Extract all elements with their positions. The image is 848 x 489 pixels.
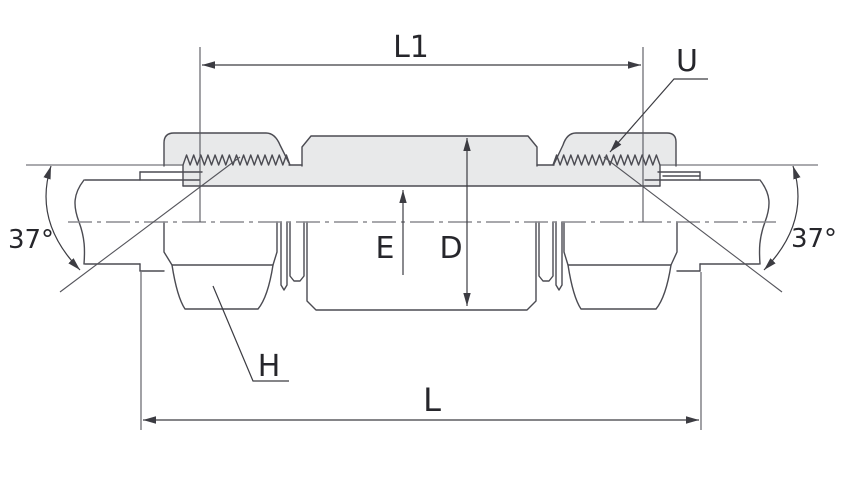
leader-h: H <box>212 285 289 384</box>
label-l1: L1 <box>393 30 429 65</box>
label-angle-left: 37° <box>8 225 54 255</box>
label-d: D <box>439 231 462 266</box>
leader-u: U <box>609 44 708 153</box>
center-body-section <box>301 135 538 167</box>
body-section-fill <box>164 133 676 186</box>
label-angle-right: 37° <box>791 224 837 254</box>
left-thread-profile <box>182 154 291 166</box>
right-nut-section <box>553 132 677 167</box>
dimension-e: E <box>376 190 407 275</box>
flare-cone-line-right <box>603 156 783 293</box>
label-e: E <box>376 231 395 266</box>
angle-arc-right <box>763 165 801 271</box>
angle-arc-left <box>43 165 81 271</box>
body-section-outline <box>163 132 677 187</box>
flare-cone-line-left <box>59 156 241 293</box>
right-thread-profile <box>552 154 661 166</box>
label-l: L <box>423 381 441 419</box>
angle-annotation-left: 37° <box>8 156 241 293</box>
right-nut-hex <box>563 221 678 310</box>
left-nut-hex <box>163 221 278 310</box>
right-sleeve-edge <box>555 221 563 291</box>
body-external-view <box>163 221 678 311</box>
label-h: H <box>258 349 281 384</box>
left-nut-section <box>163 132 290 167</box>
dimension-l1: L1 <box>199 30 644 222</box>
center-body-bottom <box>306 221 537 311</box>
dimension-l: L <box>140 272 702 430</box>
left-sleeve-edge <box>280 221 288 291</box>
dimension-d: D <box>439 138 471 306</box>
label-u: U <box>676 44 698 79</box>
angle-annotation-right: 37° <box>603 156 837 293</box>
